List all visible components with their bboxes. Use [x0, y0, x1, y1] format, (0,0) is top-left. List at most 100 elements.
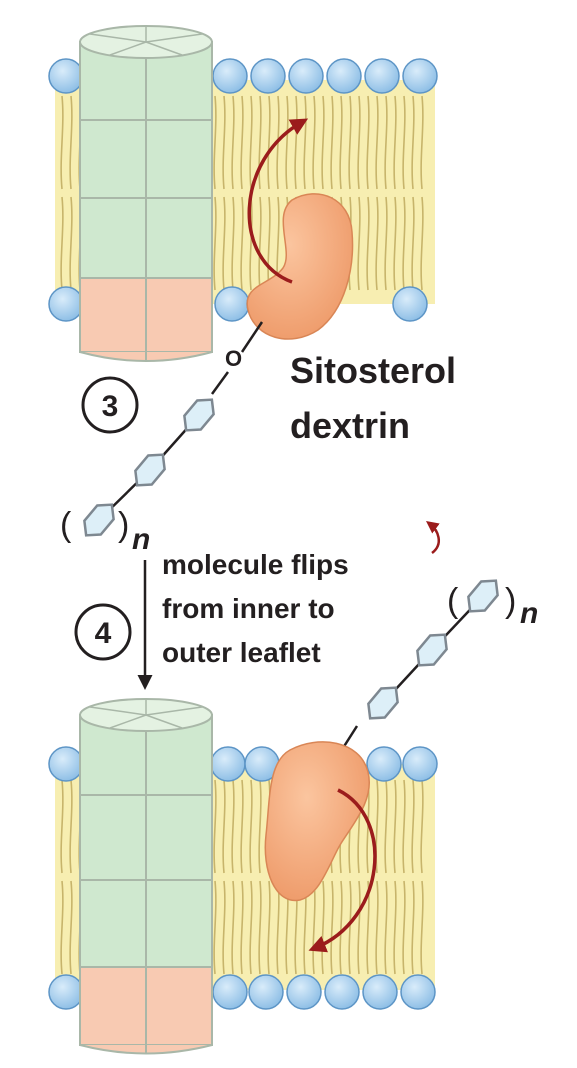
lipid-tail [213, 196, 217, 291]
lipid-tail [60, 880, 64, 975]
lipid-head [248, 974, 284, 1010]
lipid-tail [321, 880, 325, 975]
lipid-tail [249, 779, 253, 874]
lipid-tail [249, 196, 253, 291]
lipid-head [250, 58, 286, 94]
lipid-tail [69, 95, 73, 190]
lipid-head [324, 974, 360, 1010]
lipid-tail [384, 196, 388, 291]
paren-close-bottom: ) [505, 582, 516, 620]
lipid-tail [357, 880, 361, 975]
lipid-head [402, 746, 438, 782]
lipid-tail [348, 95, 352, 190]
lipid-tail [321, 95, 325, 190]
lipid-head [366, 746, 402, 782]
paren-open-top: ( [60, 506, 72, 544]
lipid-tail [69, 779, 73, 874]
lipid-tail [258, 779, 262, 874]
lipid-heads-bottom-inner [48, 974, 436, 1010]
lipid-tail [69, 196, 73, 291]
lipid-tail [357, 95, 361, 190]
lipid-tail [393, 779, 397, 874]
lipid-tail [231, 779, 235, 874]
lipid-tail [222, 779, 226, 874]
glucose-ring [134, 453, 166, 487]
lipid-tail [60, 95, 64, 190]
lipid-tail [411, 880, 415, 975]
flip-label-line3: outer leaflet [162, 637, 321, 668]
lipid-tail [375, 880, 379, 975]
sitosterol-label-line1: Sitosterol [290, 350, 456, 391]
lipid-head [48, 746, 84, 782]
lipid-tail [222, 880, 226, 975]
lipid-tail [402, 779, 406, 874]
lipid-tail [348, 880, 352, 975]
lipid-tail [402, 880, 406, 975]
lipid-heads-top-outer [48, 58, 438, 94]
flip-arrow-top [247, 118, 309, 284]
lipid-tail [411, 779, 415, 874]
lipid-tail [69, 880, 73, 975]
lipid-tail [213, 880, 217, 975]
lipid-head [326, 58, 362, 94]
lipid-tail [420, 95, 424, 190]
small-flip-arrow [426, 520, 440, 554]
lipid-heads-bottom-outer [48, 746, 438, 782]
lipid-head [362, 974, 398, 1010]
lipid-tail [60, 779, 64, 874]
flip-arrow-bottom [308, 788, 377, 953]
paren-open-bottom: ( [447, 582, 459, 620]
lipid-tail [231, 880, 235, 975]
lipid-tail [339, 880, 343, 975]
lipid-tail [375, 95, 379, 190]
lipid-tail [384, 880, 388, 975]
lipid-tail [258, 196, 262, 291]
lipid-tail [393, 196, 397, 291]
lipid-head [214, 286, 250, 322]
lipid-tail [393, 95, 397, 190]
oxygen-label: O [225, 346, 242, 371]
lipid-tail [213, 95, 217, 190]
lipid-tail [420, 880, 424, 975]
lipid-head [286, 974, 322, 1010]
lipid-tail [330, 95, 334, 190]
lipid-tail [420, 779, 424, 874]
lipid-tail [249, 95, 253, 190]
flip-label-line2: from inner to [162, 593, 335, 624]
lipid-head [402, 58, 438, 94]
channel-cylinder-bottom [79, 698, 213, 1055]
lipid-tail [294, 95, 298, 190]
lipid-tail [411, 196, 415, 291]
lipid-head [48, 58, 84, 94]
lipid-tail [249, 880, 253, 975]
sitosterol-label-line2: dextrin [290, 405, 410, 446]
sitosterol-dextrin-protein-top [246, 193, 354, 340]
lipid-tail [330, 880, 334, 975]
dextrin-chain-bottom: ( ) n [341, 579, 538, 749]
paren-close-top: ) [118, 506, 129, 544]
lipid-head [48, 286, 84, 322]
lipid-tail [384, 95, 388, 190]
lipid-head [212, 58, 248, 94]
lipid-tail [303, 95, 307, 190]
glucose-hexagons-top [83, 398, 215, 537]
lipid-tail [258, 880, 262, 975]
lipid-tail [213, 779, 217, 874]
lipid-tail [420, 196, 424, 291]
step-number-4: 4 [95, 617, 112, 650]
lipid-head [212, 974, 248, 1010]
lipid-tail [222, 196, 226, 291]
lipid-tail [258, 95, 262, 190]
glucose-ring [367, 686, 399, 720]
lipid-head [364, 58, 400, 94]
lipid-tail [402, 196, 406, 291]
lipid-head [48, 974, 84, 1010]
lipid-tail [240, 880, 244, 975]
n-subscript-top: n [132, 523, 150, 556]
glucose-ring [83, 503, 115, 537]
lipid-tail [267, 880, 271, 975]
step-marker-4: 4 [74, 603, 132, 661]
lipid-tail [384, 779, 388, 874]
lipid-tail [402, 95, 406, 190]
lipid-tail [366, 95, 370, 190]
